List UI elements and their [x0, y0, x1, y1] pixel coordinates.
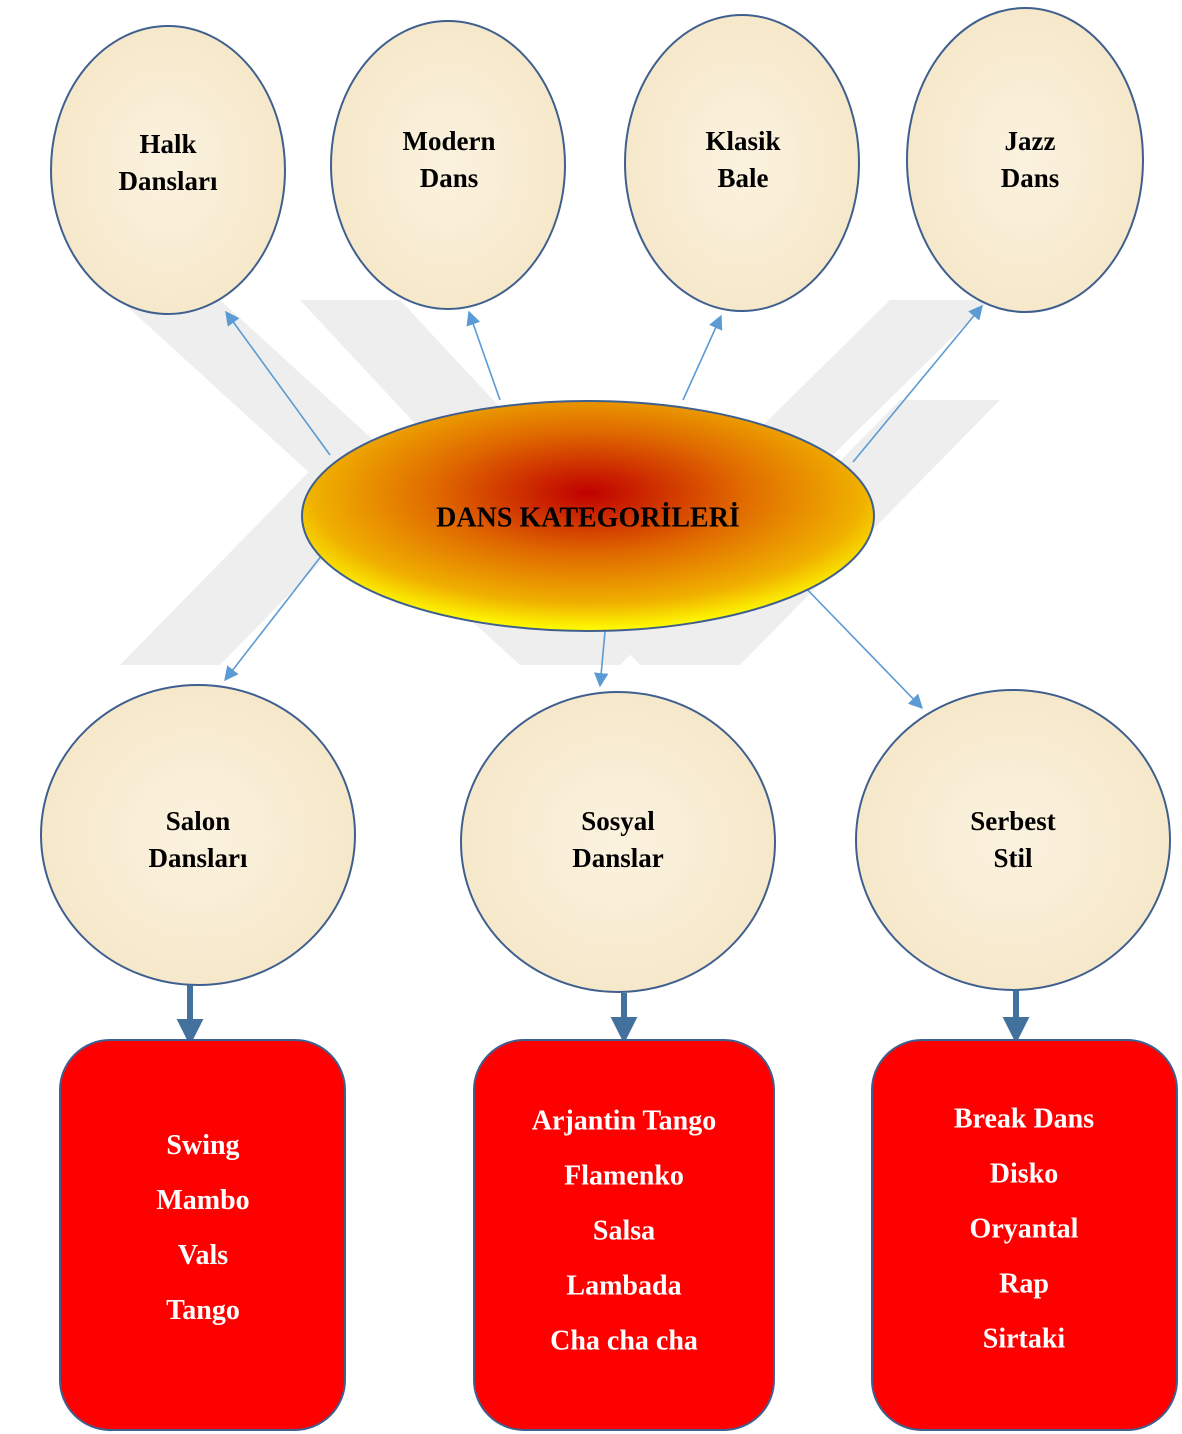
- list-serbest: Break Dans Disko Oryantal Rap Sirtaki: [954, 1092, 1094, 1367]
- list-item: Sirtaki: [982, 1323, 1066, 1355]
- label-klasik: Klasik Bale: [705, 126, 781, 193]
- top-node-jazz: [906, 7, 1144, 313]
- list-item: Vals: [177, 1240, 229, 1271]
- top-node-klasik: [624, 14, 860, 312]
- label-jazz: Jazz Dans: [1000, 126, 1060, 193]
- arrow-to-halk: [225, 310, 331, 456]
- top-node-modern: [330, 20, 566, 310]
- label-serbest: Serbest Stil: [970, 806, 1056, 873]
- list-item: Cha cha cha: [550, 1325, 698, 1357]
- list-item: Lambada: [566, 1270, 682, 1302]
- bottom-node-sosyal: [460, 691, 776, 993]
- label-salon: Salon Dansları: [148, 806, 248, 873]
- top-node-halk: [50, 25, 286, 315]
- box-salon: [59, 1039, 346, 1431]
- list-item: Salsa: [592, 1215, 656, 1247]
- list-item: Break Dans: [953, 1103, 1095, 1135]
- list-item: Mambo: [156, 1185, 250, 1216]
- arrow-to-salon: [224, 554, 323, 682]
- list-salon: Swing Mambo Vals Tango: [156, 1118, 249, 1338]
- arrow-to-modern: [466, 310, 501, 401]
- box-sosyal: [473, 1039, 775, 1431]
- arrow-to-klasik: [682, 314, 723, 401]
- arrow-to-serbest: [799, 581, 924, 710]
- center-node: [301, 400, 875, 632]
- list-item: Oryantal: [969, 1213, 1079, 1245]
- bottom-node-salon: [40, 684, 356, 986]
- label-halk: Halk Dansları: [118, 129, 218, 196]
- list-item: Rap: [999, 1268, 1049, 1300]
- list-sosyal: Arjantin Tango Flamenko Salsa Lambada Ch…: [532, 1094, 716, 1369]
- box-serbest: [871, 1039, 1178, 1431]
- center-label: DANS KATEGORİLERİ: [436, 502, 740, 534]
- list-item: Flamenko: [564, 1160, 684, 1192]
- list-item: Arjantin Tango: [531, 1105, 717, 1137]
- list-item: Disko: [989, 1158, 1059, 1190]
- arrow-to-jazz: [852, 304, 983, 463]
- list-item: Swing: [166, 1130, 240, 1161]
- label-modern: Modern Dans: [402, 126, 496, 193]
- label-sosyal: Sosyal Danslar: [572, 806, 664, 873]
- list-item: Tango: [166, 1295, 240, 1326]
